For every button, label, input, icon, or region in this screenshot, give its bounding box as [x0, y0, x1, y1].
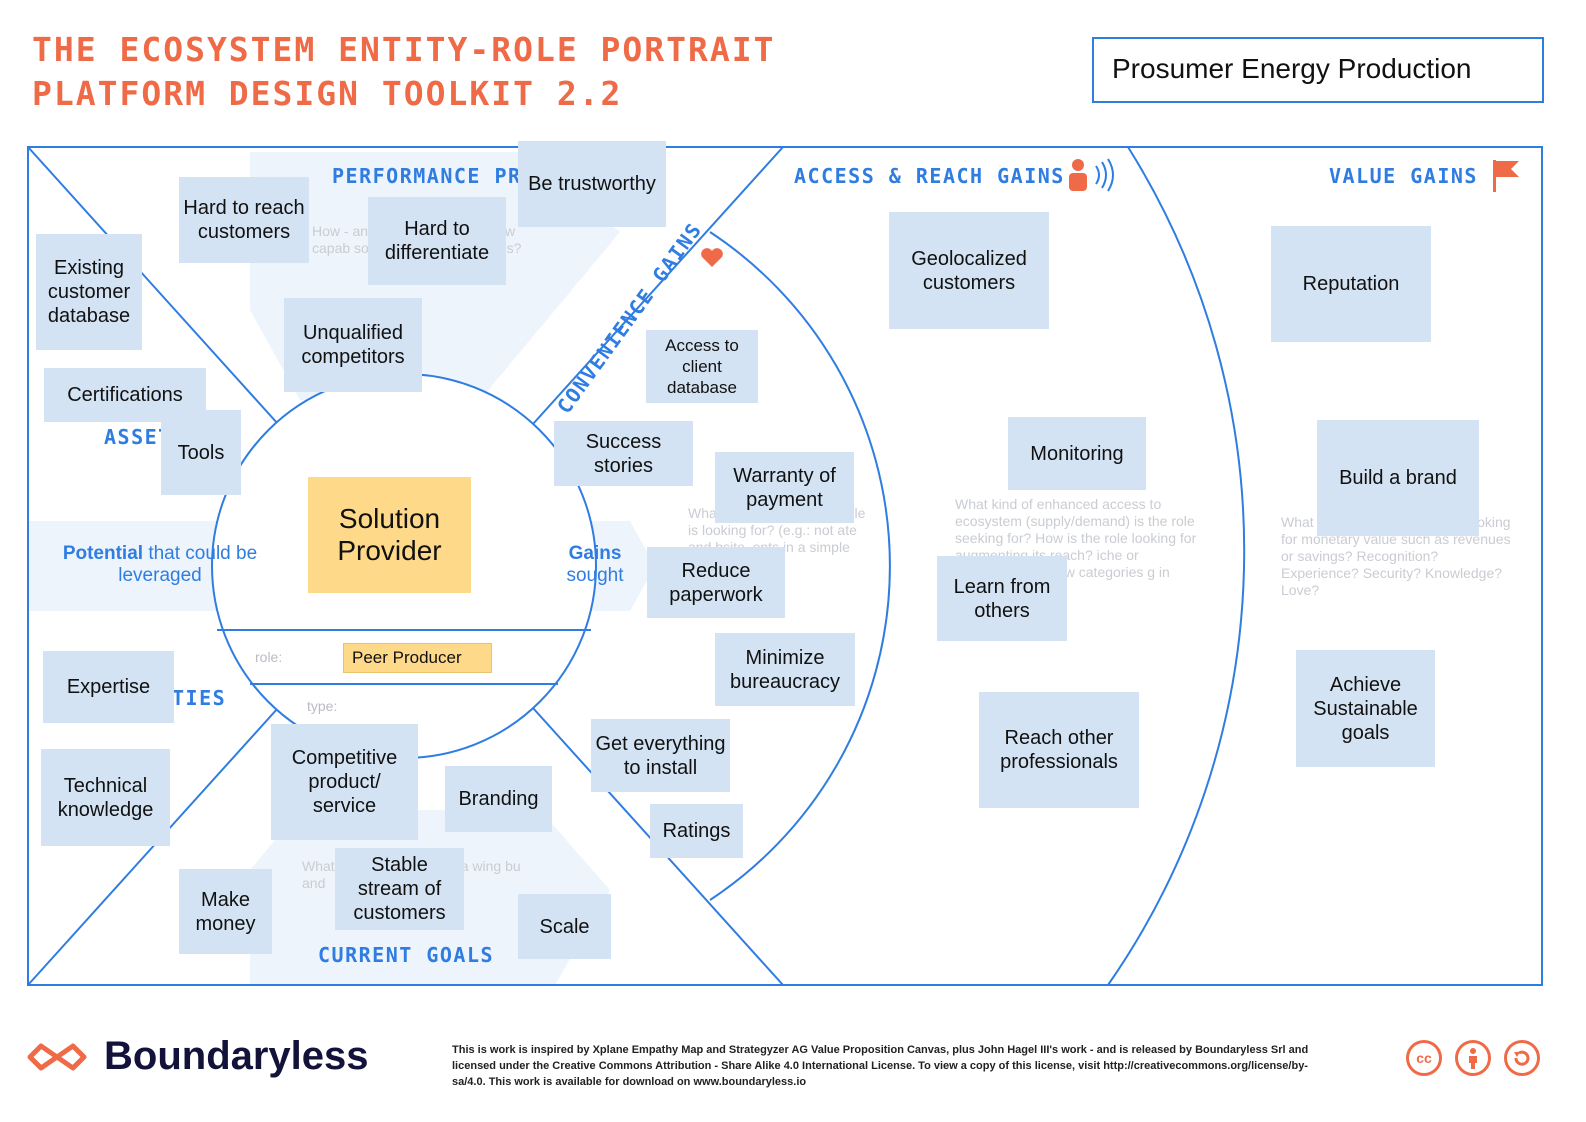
note-existing-db[interactable]: Existing customer database [36, 234, 142, 350]
cc-icon: cc [1406, 1040, 1442, 1076]
diagonal-top-left [27, 146, 279, 425]
note-ratings[interactable]: Ratings [650, 804, 743, 858]
diagonal-top-right [532, 146, 784, 425]
note-tools[interactable]: Tools [161, 410, 241, 495]
note-geolocalized[interactable]: Geolocalized customers [889, 212, 1049, 329]
page-title-line-1: THE ECOSYSTEM ENTITY-ROLE PORTRAIT [32, 30, 776, 69]
note-be-trustworthy[interactable]: Be trustworthy [518, 141, 666, 227]
note-monitoring[interactable]: Monitoring [1008, 417, 1146, 490]
diagonal-bottom-left [27, 707, 279, 986]
note-scale[interactable]: Scale [518, 894, 611, 959]
role-label: role: [255, 649, 283, 665]
section-label-capabilities: TIES [172, 686, 227, 710]
note-hard-to-differentiate[interactable]: Hard to differentiate [368, 197, 506, 285]
note-competitive[interactable]: Competitive product/ service [271, 724, 418, 840]
note-sustainable[interactable]: Achieve Sustainable goals [1296, 650, 1435, 767]
brand-name: Boundaryless [104, 1034, 369, 1078]
heart-icon [701, 248, 723, 267]
left-arrow-label: Potential that could be leveraged [50, 543, 270, 587]
note-technical[interactable]: Technical knowledge [41, 749, 170, 846]
left-arrow-rest: that could be leveraged [118, 543, 258, 586]
note-reputation[interactable]: Reputation [1271, 226, 1431, 342]
convenience-arc [709, 231, 891, 901]
entity-name-field[interactable]: Prosumer Energy Production [1092, 37, 1544, 103]
section-label-access-reach-gains: ACCESS & REACH GAINS [794, 164, 1065, 188]
center-entity[interactable]: Solution Provider [308, 477, 471, 593]
license-text: This is work is inspired by Xplane Empat… [452, 1044, 1309, 1088]
section-label-current-goals: CURRENT GOALS [318, 943, 495, 967]
note-hard-to-reach[interactable]: Hard to reach customers [179, 177, 309, 263]
section-label-value-gains: VALUE GAINS [1329, 164, 1478, 188]
note-stable-stream[interactable]: Stable stream of customers [335, 848, 464, 930]
note-build-brand[interactable]: Build a brand [1317, 420, 1479, 536]
note-access-client-db[interactable]: Access to client database [646, 330, 758, 403]
note-branding[interactable]: Branding [445, 766, 552, 832]
left-arrow-bold: Potential [62, 543, 144, 564]
note-reduce-paperwork[interactable]: Reduce paperwork [647, 547, 785, 618]
note-learn-from-others[interactable]: Learn from others [937, 556, 1067, 641]
right-arrow-bold: Gains [568, 543, 622, 564]
note-reach-professionals[interactable]: Reach other professionals [979, 692, 1139, 808]
note-minimize-bureaucracy[interactable]: Minimize bureaucracy [715, 633, 855, 706]
person-signal-icon [1069, 158, 1114, 192]
note-get-everything[interactable]: Get everything to install [591, 719, 730, 792]
value-arc [1107, 146, 1246, 986]
right-arrow-rest: sought [566, 565, 624, 586]
note-unqualified[interactable]: Unqualified competitors [284, 298, 422, 392]
type-label: type: [307, 698, 338, 714]
role-value[interactable]: Peer Producer [343, 643, 492, 673]
note-make-money[interactable]: Make money [179, 869, 272, 954]
note-warranty[interactable]: Warranty of payment [715, 452, 854, 523]
share-alike-icon [1504, 1040, 1540, 1076]
note-success-stories[interactable]: Success stories [554, 421, 693, 486]
canvas-frame [27, 146, 1543, 986]
note-expertise[interactable]: Expertise [43, 651, 174, 723]
boundaryless-logo-icon [27, 1043, 87, 1071]
page-title-line-2: PLATFORM DESIGN TOOLKIT 2.2 [32, 74, 623, 113]
flag-icon [1493, 160, 1519, 192]
attribution-icon [1455, 1040, 1491, 1076]
